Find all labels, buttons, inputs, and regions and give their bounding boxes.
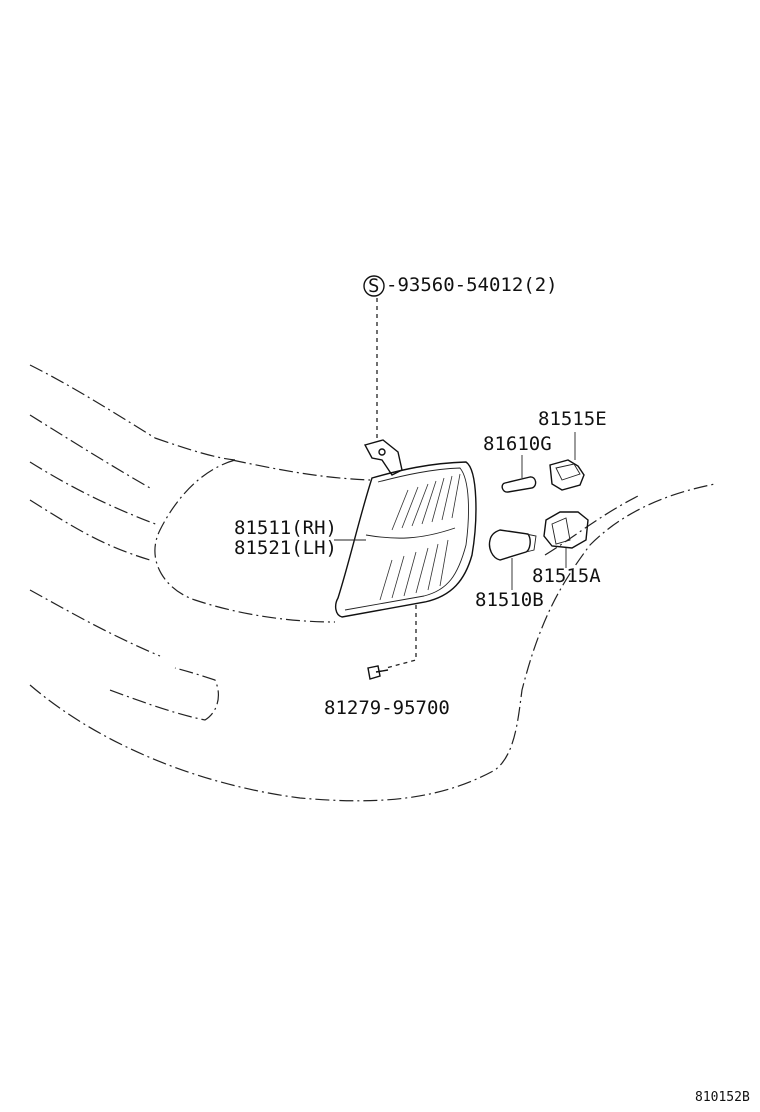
clip-part: 81279-95700 [324, 665, 450, 719]
screw-callout: S -93560-54012(2) [363, 274, 558, 440]
socket-81515e: 81515E [538, 408, 607, 491]
wedge-bulb-icon [501, 476, 537, 493]
socket-a-icon [543, 511, 589, 549]
lamp-callout: 81511(RH) 81521(LH) [234, 517, 366, 559]
bracket-hole [378, 448, 386, 456]
socket-81515a: 81515A [532, 511, 601, 587]
clip-head [367, 665, 381, 680]
bulb-81510b: 81510B [475, 529, 544, 611]
socket-e-icon [549, 459, 585, 491]
clip-label: 81279-95700 [324, 697, 450, 719]
bulb-81610g-label: 81610G [483, 433, 552, 455]
screw-symbol-circle [363, 275, 385, 297]
bumper-outline [29, 364, 716, 802]
screw-symbol: S [368, 275, 379, 297]
bulb-81510b-label: 81510B [475, 589, 544, 611]
socket-81515e-label: 81515E [538, 408, 607, 430]
socket-81515a-label: 81515A [532, 565, 601, 587]
lamp-hatching [379, 473, 461, 601]
lamp-rh-label: 81511(RH) [234, 517, 337, 539]
diagram-reference-code: 810152B [695, 1090, 750, 1105]
lamp-housing [334, 461, 477, 618]
corner-lamp [334, 439, 477, 669]
screw-part-label: -93560-54012(2) [386, 274, 558, 296]
lamp-lh-label: 81521(LH) [234, 537, 337, 559]
bulb-81610g: 81610G [483, 433, 552, 493]
lamp-bracket [363, 439, 403, 476]
large-bulb-icon [488, 529, 531, 561]
